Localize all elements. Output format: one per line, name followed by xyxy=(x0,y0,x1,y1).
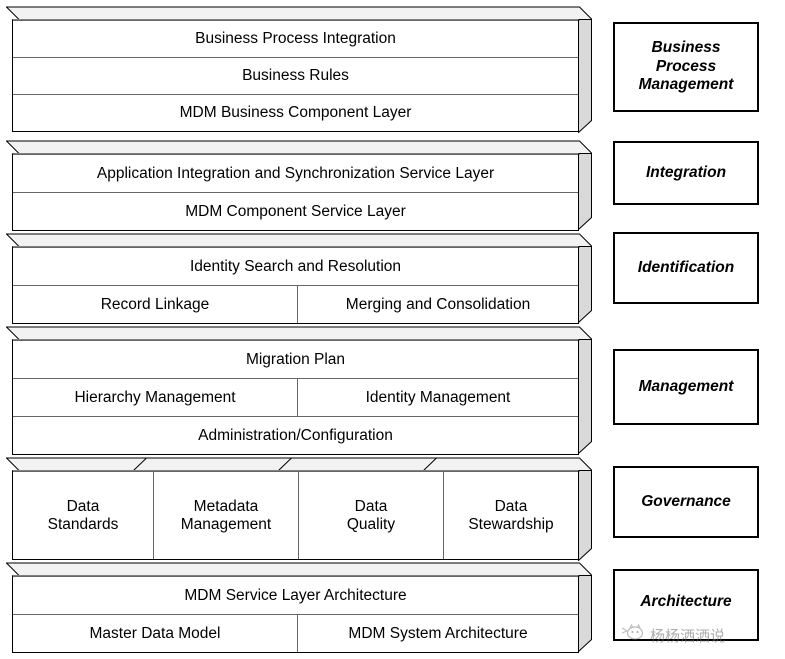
layer-row: Business Process Integration xyxy=(13,20,578,57)
category-label: Governance xyxy=(641,492,731,510)
layer-group-architecture: MDM Service Layer Architecture Master Da… xyxy=(6,562,592,653)
layer-group-identification: Identity Search and Resolution Record Li… xyxy=(6,233,592,324)
layer-row: Migration Plan xyxy=(13,340,578,378)
layer-row: Business Rules xyxy=(13,57,578,94)
category-label: Management xyxy=(638,377,734,395)
layer-rows: Data Standards Metadata Management Data … xyxy=(12,470,592,561)
layer-row: Record Linkage Merging and Consolidation xyxy=(13,285,578,323)
category-label: Integration xyxy=(645,163,727,181)
layer-cell[interactable]: Metadata Management xyxy=(153,472,298,559)
layer-cell[interactable]: Application Integration and Synchronizat… xyxy=(13,155,578,192)
layer-group-integration: Application Integration and Synchronizat… xyxy=(6,140,592,231)
block-side-face-3d xyxy=(578,247,592,323)
layer-cell[interactable]: Data Standards xyxy=(13,472,153,559)
category-box-identification[interactable]: Identification xyxy=(613,232,759,304)
layer-cell[interactable]: Migration Plan xyxy=(13,341,578,378)
layer-row: MDM Business Component Layer xyxy=(13,94,578,131)
category-label: Architecture xyxy=(640,593,732,610)
layer-cell[interactable]: Data Quality xyxy=(298,472,443,559)
layer-cell[interactable]: Master Data Model xyxy=(13,615,297,652)
category-label: Business Process Management xyxy=(638,38,734,94)
layer-rows: MDM Service Layer Architecture Master Da… xyxy=(12,575,592,653)
block-side-face-3d xyxy=(578,471,592,561)
layer-cell[interactable]: Data Stewardship xyxy=(443,472,578,559)
category-box-governance[interactable]: Governance xyxy=(613,466,759,538)
layer-group-business-process-management: Business Process Integration Business Ru… xyxy=(6,6,592,133)
layer-row: Master Data Model MDM System Architectur… xyxy=(13,614,578,652)
block-top-face-3d xyxy=(6,233,592,247)
layer-cell[interactable]: Business Rules xyxy=(13,58,578,94)
layer-cell[interactable]: Identity Management xyxy=(297,379,578,416)
layer-cell[interactable]: MDM Service Layer Architecture xyxy=(13,577,578,614)
block-top-face-3d xyxy=(6,326,592,340)
block-side-face-3d xyxy=(578,20,592,133)
block-top-face-3d xyxy=(6,457,592,471)
layer-group-management: Migration Plan Hierarchy Management Iden… xyxy=(6,326,592,455)
category-box-business-process-management[interactable]: Business Process Management xyxy=(613,22,759,112)
layer-row: Identity Search and Resolution xyxy=(13,247,578,285)
block-side-face-3d xyxy=(578,340,592,454)
layer-cell[interactable]: Administration/Configuration xyxy=(13,417,578,454)
layer-cell[interactable]: Identity Search and Resolution xyxy=(13,248,578,285)
category-box-management[interactable]: Management xyxy=(613,349,759,425)
layer-cell[interactable]: MDM System Architecture xyxy=(297,615,578,652)
layer-row: Administration/Configuration xyxy=(13,416,578,454)
category-box-integration[interactable]: Integration xyxy=(613,141,759,205)
layer-rows: Identity Search and Resolution Record Li… xyxy=(12,246,592,324)
block-side-face-3d xyxy=(578,576,592,652)
layer-rows: Application Integration and Synchronizat… xyxy=(12,153,592,231)
layer-rows: Migration Plan Hierarchy Management Iden… xyxy=(12,339,592,455)
layer-cell[interactable]: MDM Business Component Layer xyxy=(13,95,578,131)
layer-cell[interactable]: Hierarchy Management xyxy=(13,379,297,416)
layer-row: Data Standards Metadata Management Data … xyxy=(13,471,578,559)
layer-cell[interactable]: Business Process Integration xyxy=(13,21,578,57)
block-side-face-3d xyxy=(578,154,592,230)
block-top-face-3d xyxy=(6,6,592,20)
layer-row: MDM Component Service Layer xyxy=(13,192,578,230)
layer-row: Application Integration and Synchronizat… xyxy=(13,154,578,192)
layer-row: Hierarchy Management Identity Management xyxy=(13,378,578,416)
layer-rows: Business Process Integration Business Ru… xyxy=(12,19,592,133)
layer-cell[interactable]: MDM Component Service Layer xyxy=(13,193,578,230)
layer-group-governance: Data Standards Metadata Management Data … xyxy=(6,457,592,561)
block-top-face-3d xyxy=(6,140,592,154)
layer-row: MDM Service Layer Architecture xyxy=(13,576,578,614)
layer-cell[interactable]: Record Linkage xyxy=(13,286,297,323)
block-top-face-3d xyxy=(6,562,592,576)
layer-cell[interactable]: Merging and Consolidation xyxy=(297,286,578,323)
category-label: Identification xyxy=(637,258,735,276)
category-box-architecture[interactable]: Architecture xyxy=(613,569,759,641)
